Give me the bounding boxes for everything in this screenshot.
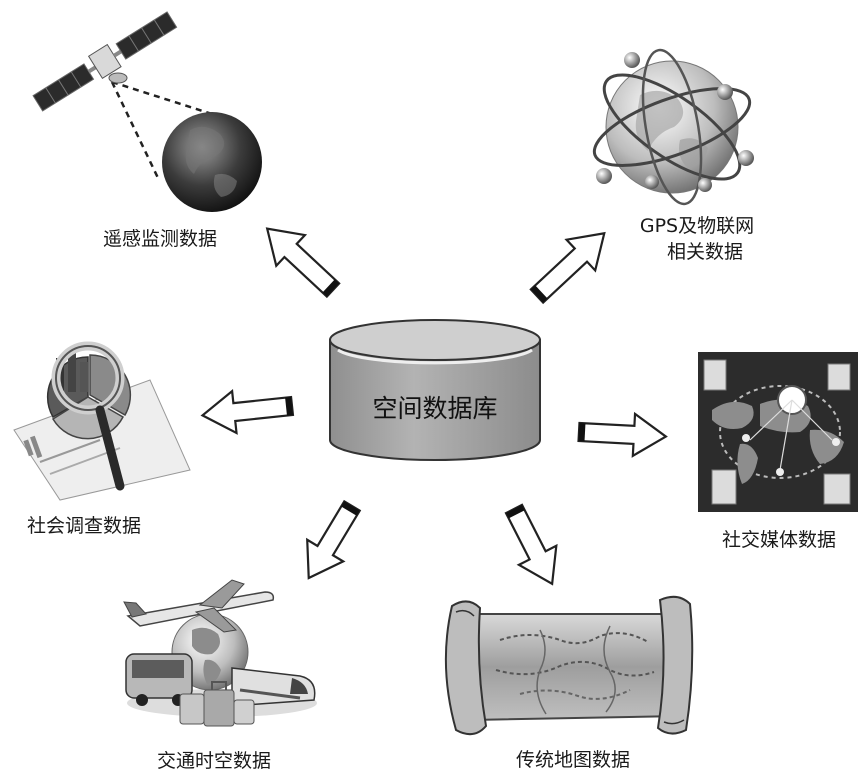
satellite-earth-icon xyxy=(32,11,262,212)
arrow-to-traditional-map xyxy=(504,503,558,586)
label-transport: 交通时空数据 xyxy=(157,750,271,772)
arrow-to-gps-iot xyxy=(529,231,606,305)
magnifier-chart-icon xyxy=(13,341,191,501)
database-cylinder-icon xyxy=(329,319,541,461)
label-traditional-map: 传统地图数据 xyxy=(516,749,630,771)
train-icon xyxy=(231,667,316,707)
arrow-to-transport xyxy=(306,499,362,580)
label-social-survey: 社会调查数据 xyxy=(27,515,141,537)
arrow-to-social-survey xyxy=(200,389,295,435)
luggage-icon xyxy=(179,681,255,727)
spatial-database-node: 空间数据库 xyxy=(329,319,541,461)
transport-globe-icon xyxy=(123,579,317,727)
scroll-map-icon xyxy=(444,595,694,736)
database-label: 空间数据库 xyxy=(372,394,497,423)
label-social-media: 社交媒体数据 xyxy=(722,529,836,551)
label-remote-sensing: 遥感监测数据 xyxy=(103,228,217,250)
arrow-to-social-media xyxy=(577,411,668,458)
arrow-to-remote-sensing xyxy=(265,227,341,299)
airplane-icon xyxy=(123,579,275,633)
label-gps-iot-line2: 相关数据 xyxy=(667,241,743,263)
globe-orbits-icon xyxy=(592,48,754,206)
label-gps-iot-line1: GPS及物联网 xyxy=(640,215,754,237)
social-media-map-icon xyxy=(698,352,858,512)
bus-icon xyxy=(125,653,193,706)
